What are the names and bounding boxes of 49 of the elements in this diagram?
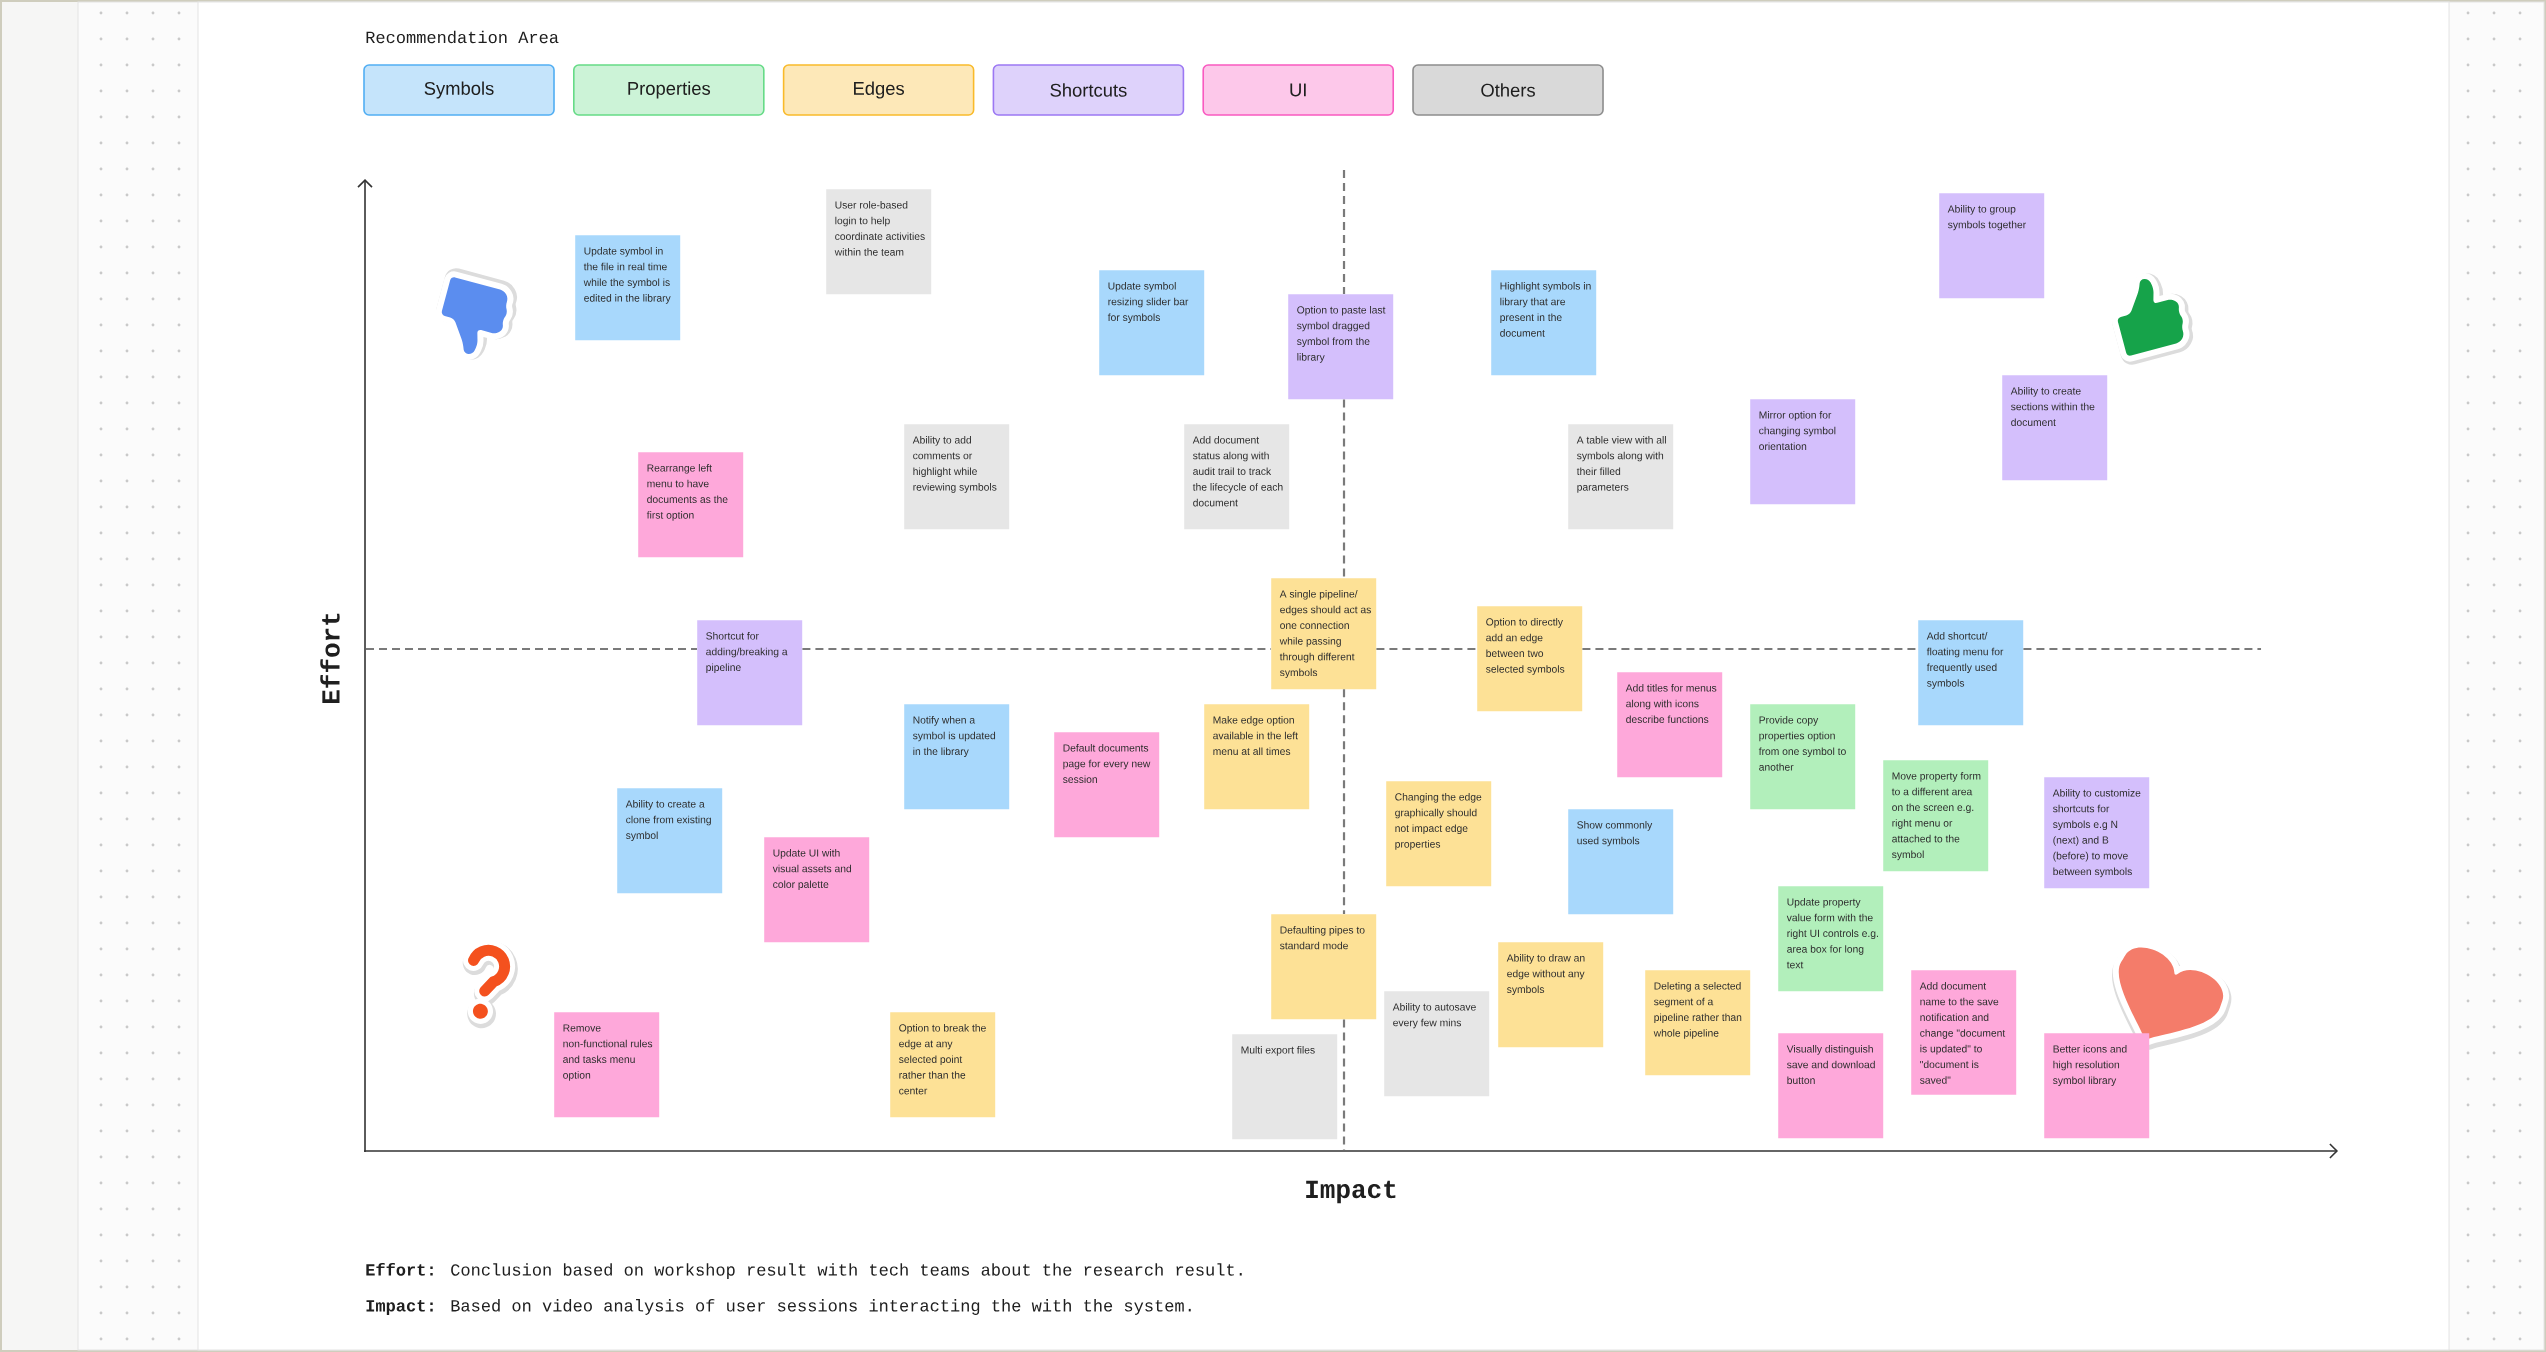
legend-key: Properties [573, 64, 765, 116]
sticky-note: A table view with all symbols along with their filled parameters [1568, 424, 1674, 530]
sticky-note: Ability to customize shortcuts for symbols e.g N (next) and B (before) to move between symbols [2044, 777, 2150, 889]
sticky-note: Ability to autosave every few mins [1384, 991, 1490, 1097]
sticky-note: Update UI with visual assets and color palette [764, 837, 870, 943]
footnote: Effort: Conclusion based on workshop result with tech teams about the research result. [366, 1262, 1242, 1280]
sticky-note: Better icons and high resolution symbol library [2044, 1033, 2150, 1139]
sticky-note: Option to paste last symbol dragged symbol from the library [1288, 294, 1394, 400]
sticky-note: Shortcut for adding/breaking a pipeline [697, 620, 803, 726]
sticky-note: Visually distinguish save and download button [1778, 1033, 1884, 1139]
sticky-note: Highlight symbols in library that are present in the document [1491, 270, 1597, 376]
sticky-note: Mirror option for changing symbol orientation [1750, 399, 1856, 505]
sticky-note: Multi export files [1232, 1034, 1338, 1140]
heading: Recommendation Area [366, 30, 559, 44]
sticky-note: Make edge option available in the left menu at all times [1204, 704, 1310, 810]
sticky-note: Rearrange left menu to have documents as the first option [638, 452, 744, 558]
sticky-note: Deleting a selected segment of a pipeline rather than whole pipeline [1645, 970, 1751, 1076]
sticky-note: Defaulting pipes to standard mode [1271, 914, 1377, 1020]
sticky-note: Notify when a symbol is updated in the library [904, 704, 1010, 810]
sticky-note: Show commonly used symbols [1568, 809, 1674, 915]
sticky-note: A single pipeline/ edges should act as one connection while passing through different symbols [1271, 578, 1377, 690]
sticky-note: Default documents page for every new session [1054, 732, 1160, 838]
sticky-note: Provide copy properties option from one symbol to another [1750, 704, 1856, 810]
sticky-note: Ability to group symbols together [1939, 193, 2045, 299]
sticky-note: Update property value form with the right UI controls e.g. area box for long text [1778, 886, 1884, 992]
sticky-note: Option to break the edge at any selected point rather than the center [890, 1012, 996, 1118]
footnote: Impact: Based on video analysis of user sessions interacting the with the system. [366, 1299, 1191, 1315]
legend-key: Edges [782, 64, 975, 116]
legend-key: Symbols [363, 64, 555, 116]
legend-key: UI [1202, 64, 1394, 116]
axis-title: Effort [320, 613, 340, 704]
sticky-note: Move property form to a different area on the screen e.g. right menu or attached to the symbol [1883, 760, 1989, 872]
sticky-note: Ability to create a clone from existing symbol [617, 788, 723, 894]
sticky-note: Add document status along with audit trail to track the lifecycle of each document [1184, 424, 1290, 530]
sticky-note: Changing the edge graphically should not impact edge properties [1386, 781, 1492, 887]
sticky-note: Remove non-functional rules and tasks menu option [554, 1012, 660, 1118]
sticky-note: Option to directly add an edge between two selected symbols [1477, 606, 1583, 712]
legend-key: Others [1412, 64, 1604, 116]
sticky-note: Ability to add comments or highlight while reviewing symbols [904, 424, 1010, 530]
sticky-note: User role-based login to help coordinate activities within the team [826, 189, 932, 295]
sticky-note: Add document name to the save notification and change "document is updated" to "document is saved" [1911, 970, 2017, 1095]
sticky-note: Update symbol in the file in real time while the symbol is edited in the library [575, 235, 681, 341]
sticky-note: Add titles for menus along with icons describe functions [1617, 672, 1723, 778]
axis-title: Impact [1306, 1180, 1396, 1204]
sticky-note: Add shortcut/ floating menu for frequently used symbols [1918, 620, 2024, 726]
legend-key: Shortcuts [992, 64, 1185, 116]
sticky-note: Ability to create sections within the document [2002, 375, 2108, 481]
sticky-note: Ability to draw an edge without any symbols [1498, 942, 1604, 1048]
sticky-note: Update symbol resizing slider bar for symbols [1099, 270, 1205, 376]
